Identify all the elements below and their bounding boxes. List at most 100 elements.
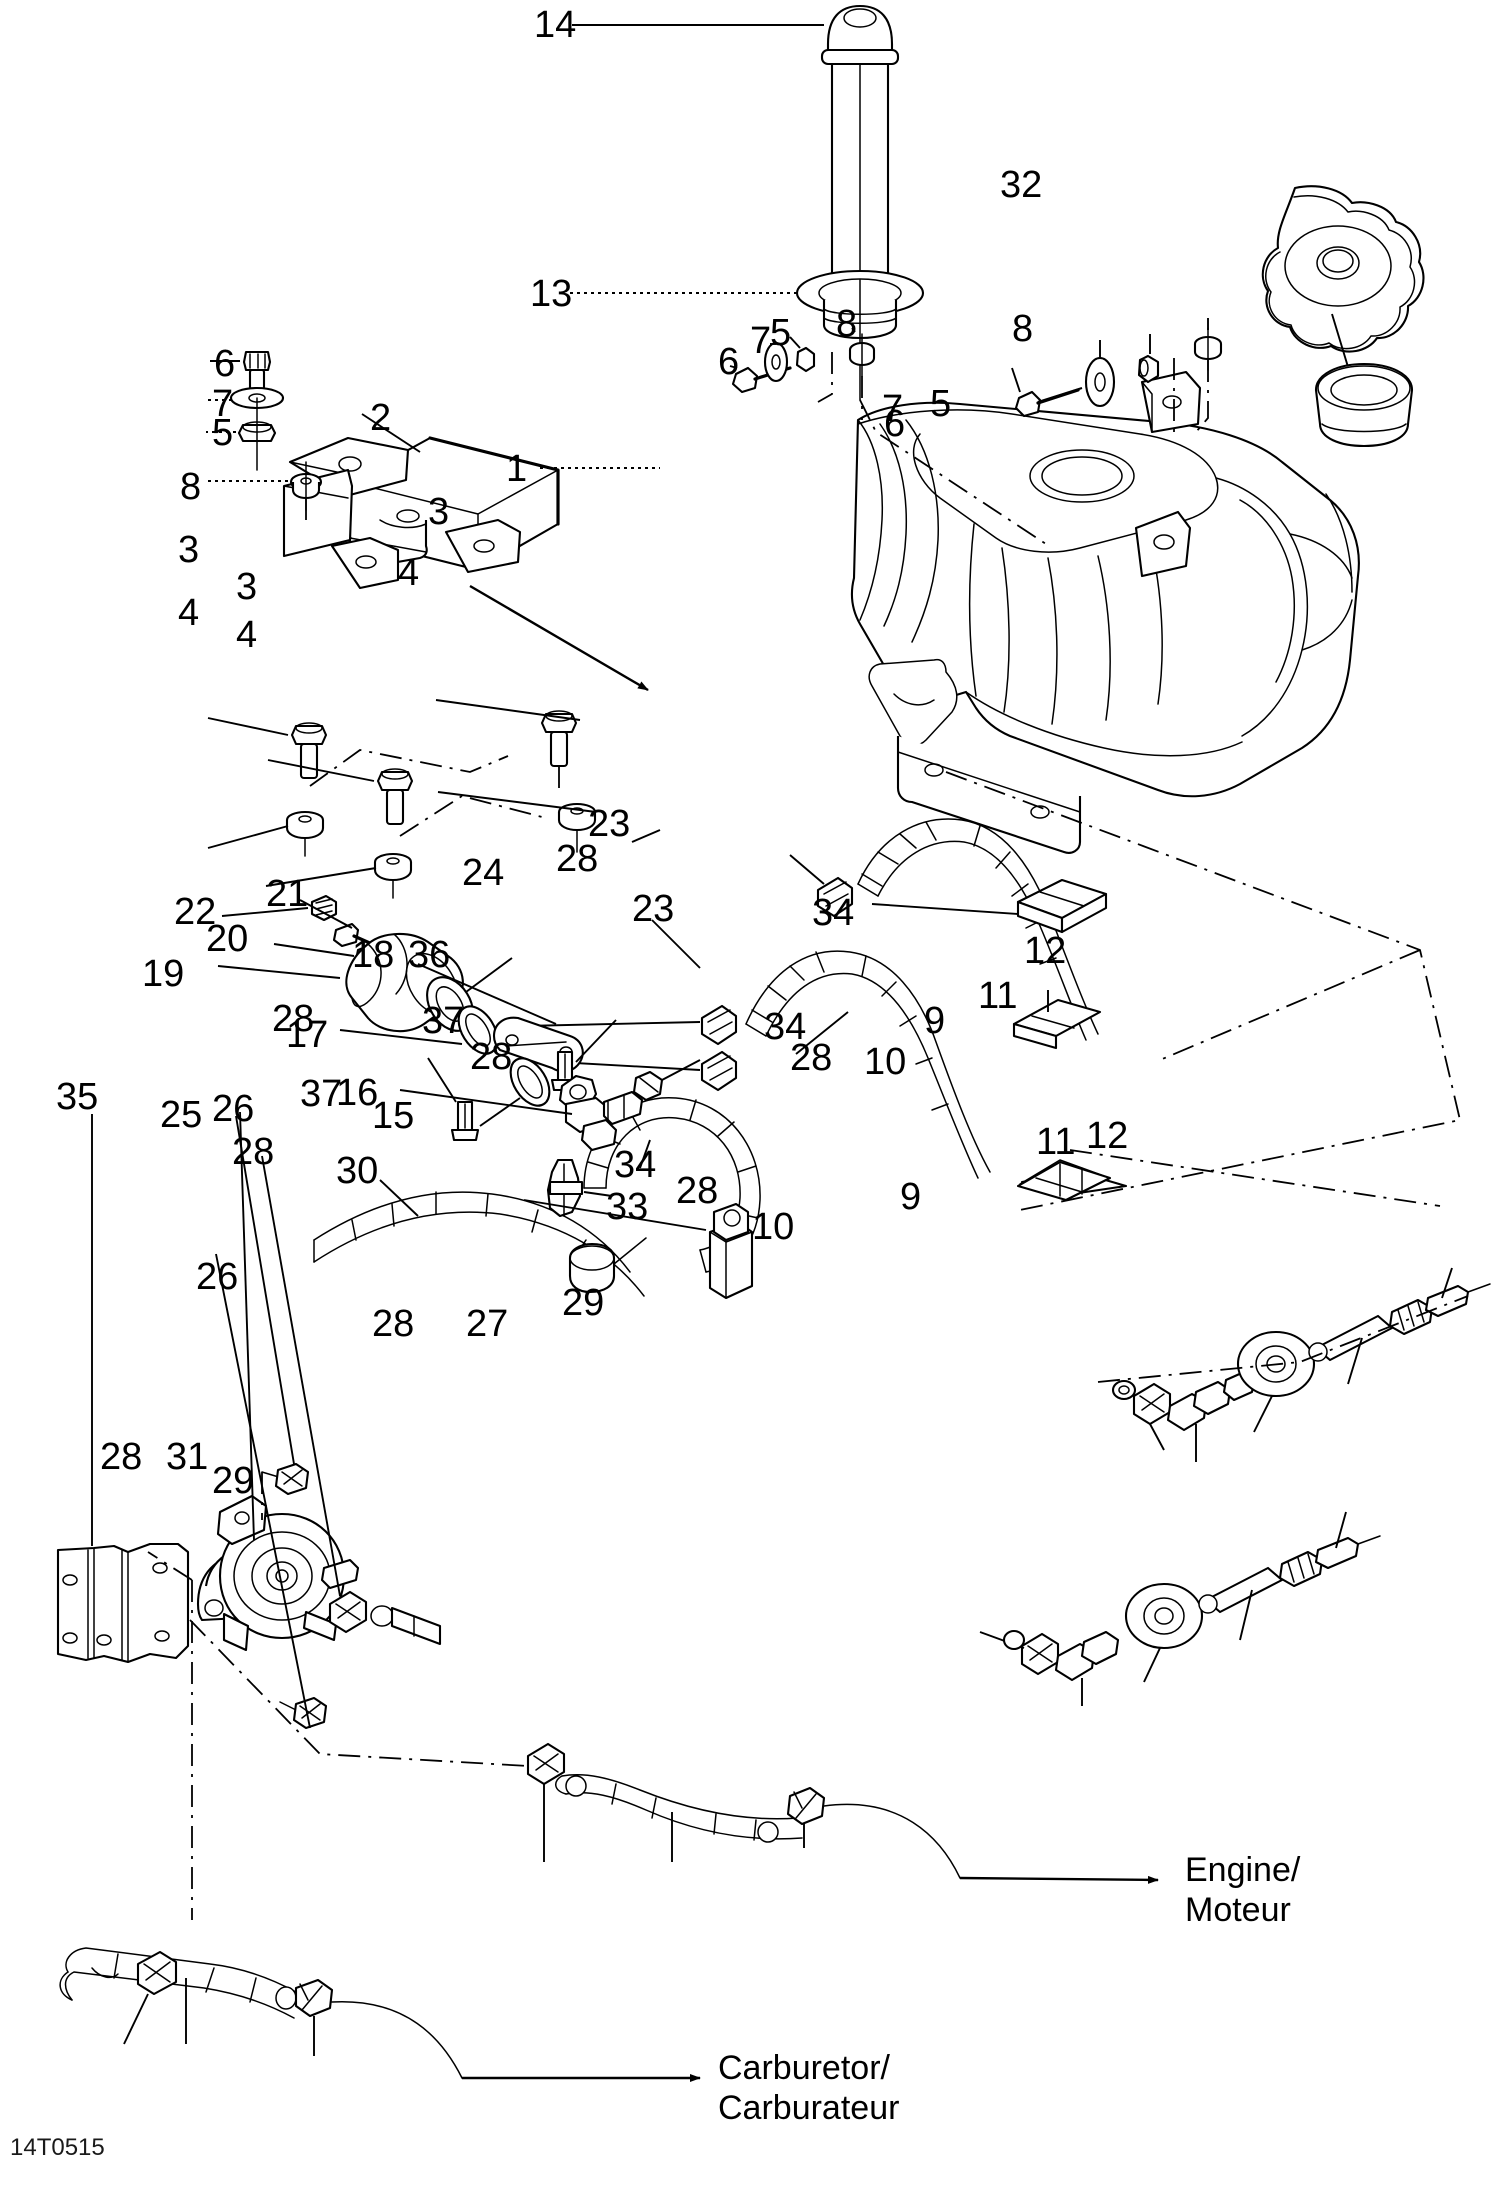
callout-number-28: 28 xyxy=(470,1036,513,1078)
flow-label-engine: Engine/Moteur xyxy=(1185,1850,1300,1930)
drawing-code-watermark: 14T0515 xyxy=(10,2134,105,2161)
fastener-stack-left xyxy=(206,350,285,471)
part-set-upper-9-10-11-12 xyxy=(1111,1267,1491,1462)
callout-number-23: 23 xyxy=(588,803,631,845)
callout-number-4: 4 xyxy=(236,614,258,656)
part-34-straight-hose xyxy=(1012,990,1102,1050)
part-set-lower-9-10-11-12 xyxy=(979,1511,1381,1706)
callout-number-22: 22 xyxy=(174,891,217,933)
clamp-29-hose31 xyxy=(294,1978,334,2056)
flow-label-carburetor: Carburetor/Carburateur xyxy=(718,2048,899,2128)
callout-number-28: 28 xyxy=(790,1037,833,1079)
part-32-fuel-cap xyxy=(1261,185,1425,401)
callout-number-11: 11 xyxy=(978,975,1018,1017)
callout-number-30: 30 xyxy=(336,1150,379,1192)
callout-number-3: 3 xyxy=(236,566,258,608)
callout-number-10: 10 xyxy=(864,1041,907,1083)
callout-number-9: 9 xyxy=(924,1000,946,1042)
part-13-grommet xyxy=(795,269,925,401)
part-1-fuel-tank xyxy=(850,370,1360,854)
clamp-28-hose31 xyxy=(123,1950,178,2045)
callout-number-5: 5 xyxy=(770,312,792,354)
hose-cut-end xyxy=(568,1237,647,1294)
callout-number-34: 34 xyxy=(764,1006,807,1048)
callout-number-37: 37 xyxy=(300,1073,343,1115)
callout-number-6: 6 xyxy=(718,341,740,383)
callout-number-15: 15 xyxy=(372,1095,415,1137)
part-25-fuel-pump xyxy=(147,1111,360,1920)
callout-number-28: 28 xyxy=(232,1131,275,1173)
part-35-bracket xyxy=(56,1114,190,1664)
part-34-hose-strip xyxy=(871,878,1108,934)
callout-number-8: 8 xyxy=(180,466,202,508)
fastener-stack-tank-top xyxy=(1011,318,1223,433)
fastener-3-group xyxy=(207,699,581,826)
pump-outlet-hose xyxy=(370,1605,442,1646)
clamp-28-valve xyxy=(632,1059,701,1102)
callout-number-32: 32 xyxy=(1000,164,1043,206)
part-15-fuel-valve xyxy=(399,1074,644,1152)
part-27-hose xyxy=(555,1774,803,1862)
callout-number-5: 5 xyxy=(212,412,234,454)
fastener-4-group xyxy=(207,791,597,899)
callout-number-34: 34 xyxy=(812,892,855,934)
part-22-nut xyxy=(221,894,338,922)
callout-number-19: 19 xyxy=(142,953,185,995)
part-23-lower-hose xyxy=(651,919,991,1179)
flow-label-line1: Carburetor/ xyxy=(718,2049,890,2087)
part-16-oring xyxy=(479,1057,551,1127)
callout-number-16: 16 xyxy=(336,1072,379,1114)
callout-number-28: 28 xyxy=(556,838,599,880)
callout-number-31: 31 xyxy=(166,1436,209,1478)
callout-number-3: 3 xyxy=(178,529,200,571)
fastener-26-lower xyxy=(215,1253,328,1730)
clamp-28-pump xyxy=(261,1155,368,1634)
callout-number-36: 36 xyxy=(408,934,451,976)
callout-number-29: 29 xyxy=(562,1282,605,1324)
callout-number-10: 10 xyxy=(752,1206,795,1248)
callout-number-28: 28 xyxy=(676,1170,719,1212)
part-34-hose-top xyxy=(1016,1159,1128,1202)
callout-number-3: 3 xyxy=(428,491,450,533)
part-14-filler-tube xyxy=(820,4,900,295)
part-17-oring xyxy=(339,1005,499,1055)
callout-number-2: 2 xyxy=(370,397,392,439)
callout-number-12: 12 xyxy=(1086,1115,1129,1157)
part-2-module-box xyxy=(282,413,560,590)
fastener-stack-tank-left xyxy=(729,327,876,420)
callout-number-8: 8 xyxy=(1012,308,1034,350)
callout-number-18: 18 xyxy=(352,934,395,976)
callout-number-37: 37 xyxy=(422,1000,465,1042)
callout-number-7: 7 xyxy=(212,383,234,425)
callout-number-4: 4 xyxy=(178,592,200,634)
callout-number-7: 7 xyxy=(882,388,904,430)
callout-number-13: 13 xyxy=(530,273,573,315)
callout-number-34: 34 xyxy=(614,1144,657,1186)
callout-number-21: 21 xyxy=(266,873,309,915)
callout-number-6: 6 xyxy=(884,403,906,445)
callout-number-35: 35 xyxy=(56,1076,99,1118)
callout-number-9: 9 xyxy=(900,1176,922,1218)
callout-number-20: 20 xyxy=(206,918,249,960)
callout-number-26: 26 xyxy=(212,1088,255,1130)
flow-label-line2: Moteur xyxy=(1185,1891,1291,1930)
callout-number-28: 28 xyxy=(100,1436,143,1478)
callout-number-23: 23 xyxy=(632,888,675,930)
callout-number-17: 17 xyxy=(286,1014,329,1056)
part-24-clip xyxy=(523,1199,754,1300)
callout-number-29: 29 xyxy=(212,1460,255,1502)
part-23-upper-hose xyxy=(857,818,1099,1041)
part-33-cable-tie xyxy=(546,1158,613,1218)
callout-number-8: 8 xyxy=(836,303,858,345)
callout-number-28: 28 xyxy=(372,1303,415,1345)
callout-number-26: 26 xyxy=(196,1256,239,1298)
callout-number-25: 25 xyxy=(160,1094,203,1136)
callout-number-4: 4 xyxy=(398,552,420,594)
callout-number-28: 28 xyxy=(272,998,315,1040)
tank-filler-neck xyxy=(1314,362,1414,448)
callout-number-12: 12 xyxy=(1024,930,1067,972)
fastener-8-left xyxy=(206,461,323,511)
callout-number-5: 5 xyxy=(930,383,952,425)
callout-number-33: 33 xyxy=(606,1186,649,1228)
